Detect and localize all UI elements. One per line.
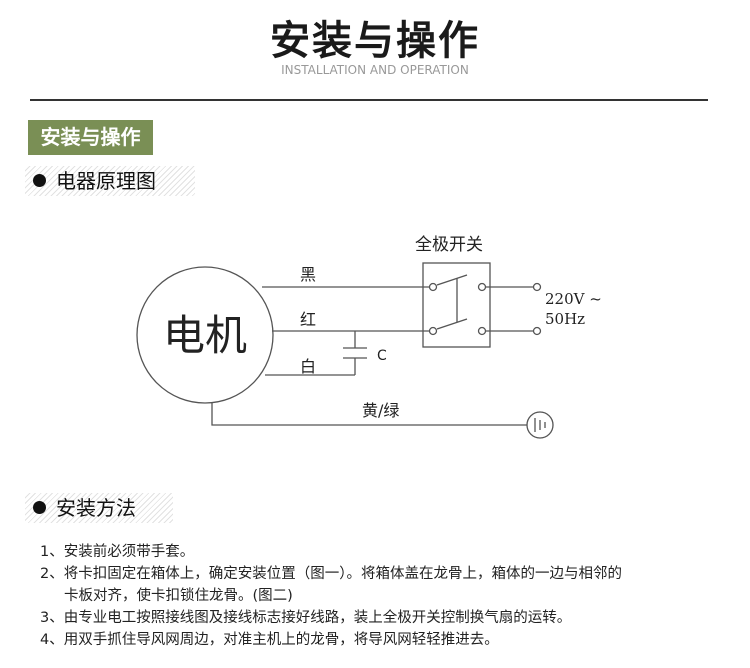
section-heading-install: 安装方法 [25, 493, 173, 523]
capacitor-label: C [377, 348, 387, 364]
motor-label: 电机 [163, 311, 247, 360]
section-heading-text: 安装方法 [56, 496, 136, 520]
ground-wire [211, 403, 527, 426]
switch-label: 全极开关 [415, 235, 483, 255]
wire-red-label: 红 [300, 310, 316, 329]
section-heading-wiring: 电器原理图 [25, 166, 195, 196]
section-heading-text: 电器原理图 [56, 169, 156, 193]
install-steps: 1、安装前必须带手套。 2、将卡扣固定在箱体上，确定安装位置（图一）。将箱体盖在… [40, 541, 622, 651]
section-badge: 安装与操作 [28, 120, 153, 155]
switch-box [422, 262, 491, 348]
wire-white-label: 白 [300, 357, 316, 376]
motor-circle [136, 266, 274, 404]
step-1: 1、安装前必须带手套。 [40, 544, 195, 560]
bullet-icon [33, 501, 46, 514]
step-2: 2、将卡扣固定在箱体上，确定安装位置（图一）。将箱体盖在龙骨上，箱体的一边与相邻… [40, 566, 622, 582]
wire-black-label: 黑 [300, 265, 316, 284]
page-title: 安装与操作 [270, 18, 480, 64]
supply-voltage: 220V ~ [545, 290, 602, 308]
step-3: 3、由专业电工按照接线图及接线标志接好线路，装上全极开关控制换气扇的运转。 [40, 610, 572, 626]
ground-wire-label: 黄/绿 [362, 401, 399, 420]
divider [30, 99, 708, 101]
wiring-diagram: 电机 全极开关 黑 红 白 C 黄/绿 220V ~ 50Hz [136, 235, 602, 439]
bullet-icon [33, 174, 46, 187]
step-4: 4、用双手抓住导风网周边，对准主机上的龙骨，将导风网轻轻推进去。 [40, 632, 499, 648]
page-subtitle: INSTALLATION AND OPERATION [281, 63, 469, 77]
step-2-cont: 卡板对齐，使卡扣锁住龙骨。(图二) [64, 588, 293, 604]
supply-frequency: 50Hz [545, 310, 585, 328]
ground-icon [526, 411, 554, 439]
